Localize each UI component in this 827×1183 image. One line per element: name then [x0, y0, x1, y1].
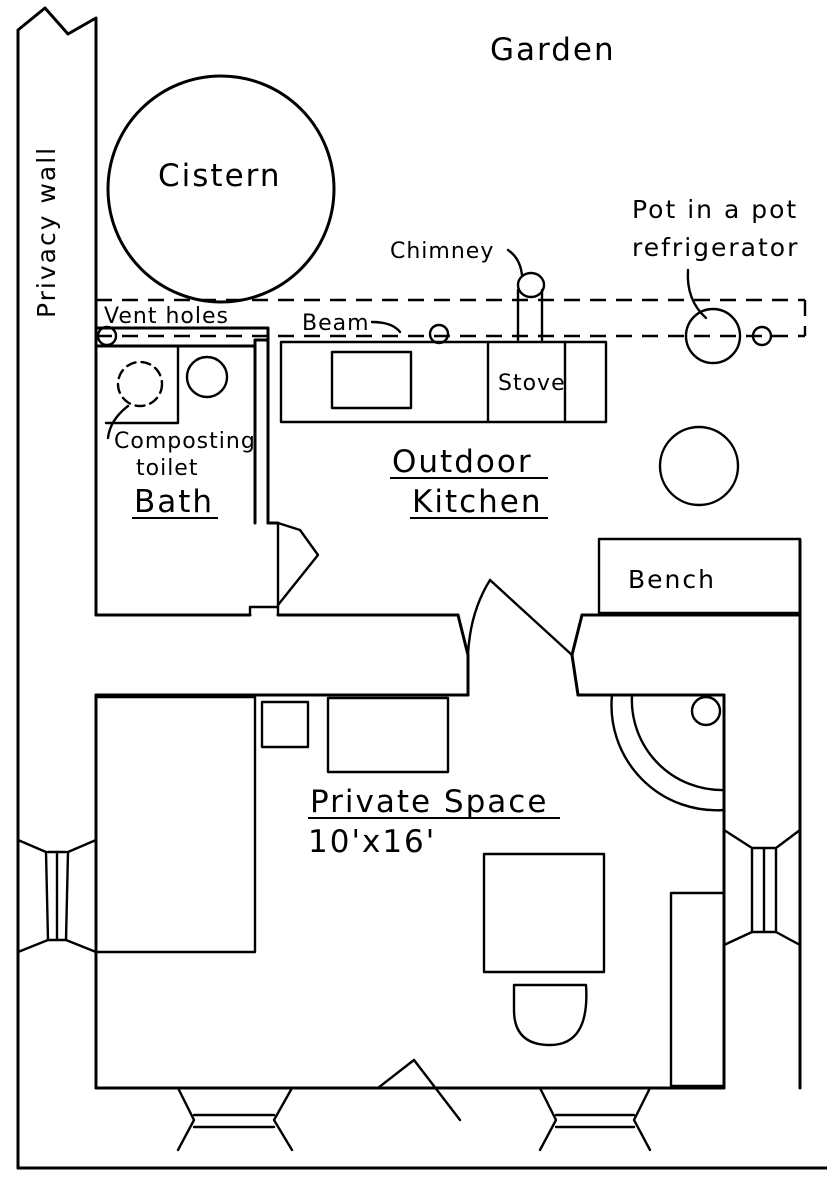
chair-shape — [512, 983, 588, 1047]
bench-label: Bench — [628, 565, 716, 594]
pot-refrigerator-label-2: refrigerator — [632, 233, 799, 262]
kitchen-label: Kitchen — [412, 484, 543, 520]
closet-rect — [669, 891, 726, 1088]
window-left — [16, 838, 98, 954]
chimney-label: Chimney — [390, 239, 494, 264]
kitchen-counter — [279, 340, 608, 424]
private-space-label: Private Space — [310, 784, 548, 820]
outdoor-label: Outdoor — [392, 444, 533, 480]
beam-pointer — [370, 320, 402, 334]
bench-rect — [597, 537, 802, 615]
dresser-rect — [326, 696, 450, 774]
window-bottom-right — [538, 1086, 652, 1152]
privacy-wall-label: Privacy wall — [32, 146, 61, 318]
front-door — [376, 1058, 462, 1122]
kitchen-table-circle — [658, 425, 740, 507]
composting-toilet-label-2: toilet — [136, 456, 198, 481]
bath-label: Bath — [134, 484, 214, 520]
beam-post-circle — [751, 325, 773, 347]
window-right — [722, 828, 802, 947]
window-bottom-left — [176, 1086, 294, 1152]
round-tub — [610, 693, 726, 812]
bed-rect — [94, 695, 257, 954]
cistern-circle — [106, 74, 336, 304]
chimney-pipe — [516, 271, 546, 342]
composting-toilet — [104, 344, 180, 425]
roof-beam-outline — [96, 298, 807, 338]
garden-label: Garden — [490, 32, 616, 68]
composting-toilet-label-1: Composting — [114, 429, 256, 454]
refrigerator-pointer — [686, 268, 708, 320]
private-space-walls — [94, 613, 802, 1090]
dimensions-label: 10'x16' — [308, 824, 436, 860]
nightstand-rect — [260, 700, 310, 749]
bath-sink-circle — [185, 355, 229, 399]
privacy-wall — [16, 6, 98, 1170]
pot-refrigerator-circle — [684, 307, 742, 365]
chimney-pointer — [506, 248, 524, 277]
interior-door — [466, 578, 574, 657]
outdoor-kitchen-walls — [94, 538, 802, 657]
vent-holes-label: Vent holes — [104, 304, 229, 329]
pot-refrigerator-label-1: Pot in a pot — [632, 195, 798, 224]
beam-label: Beam — [302, 311, 370, 336]
beam-post-circle — [428, 323, 450, 345]
toilet-pointer — [106, 404, 130, 440]
bath-walls — [94, 326, 320, 609]
cistern-label: Cistern — [158, 158, 281, 194]
stove-label: Stove — [498, 371, 566, 396]
desk-rect — [482, 852, 606, 974]
